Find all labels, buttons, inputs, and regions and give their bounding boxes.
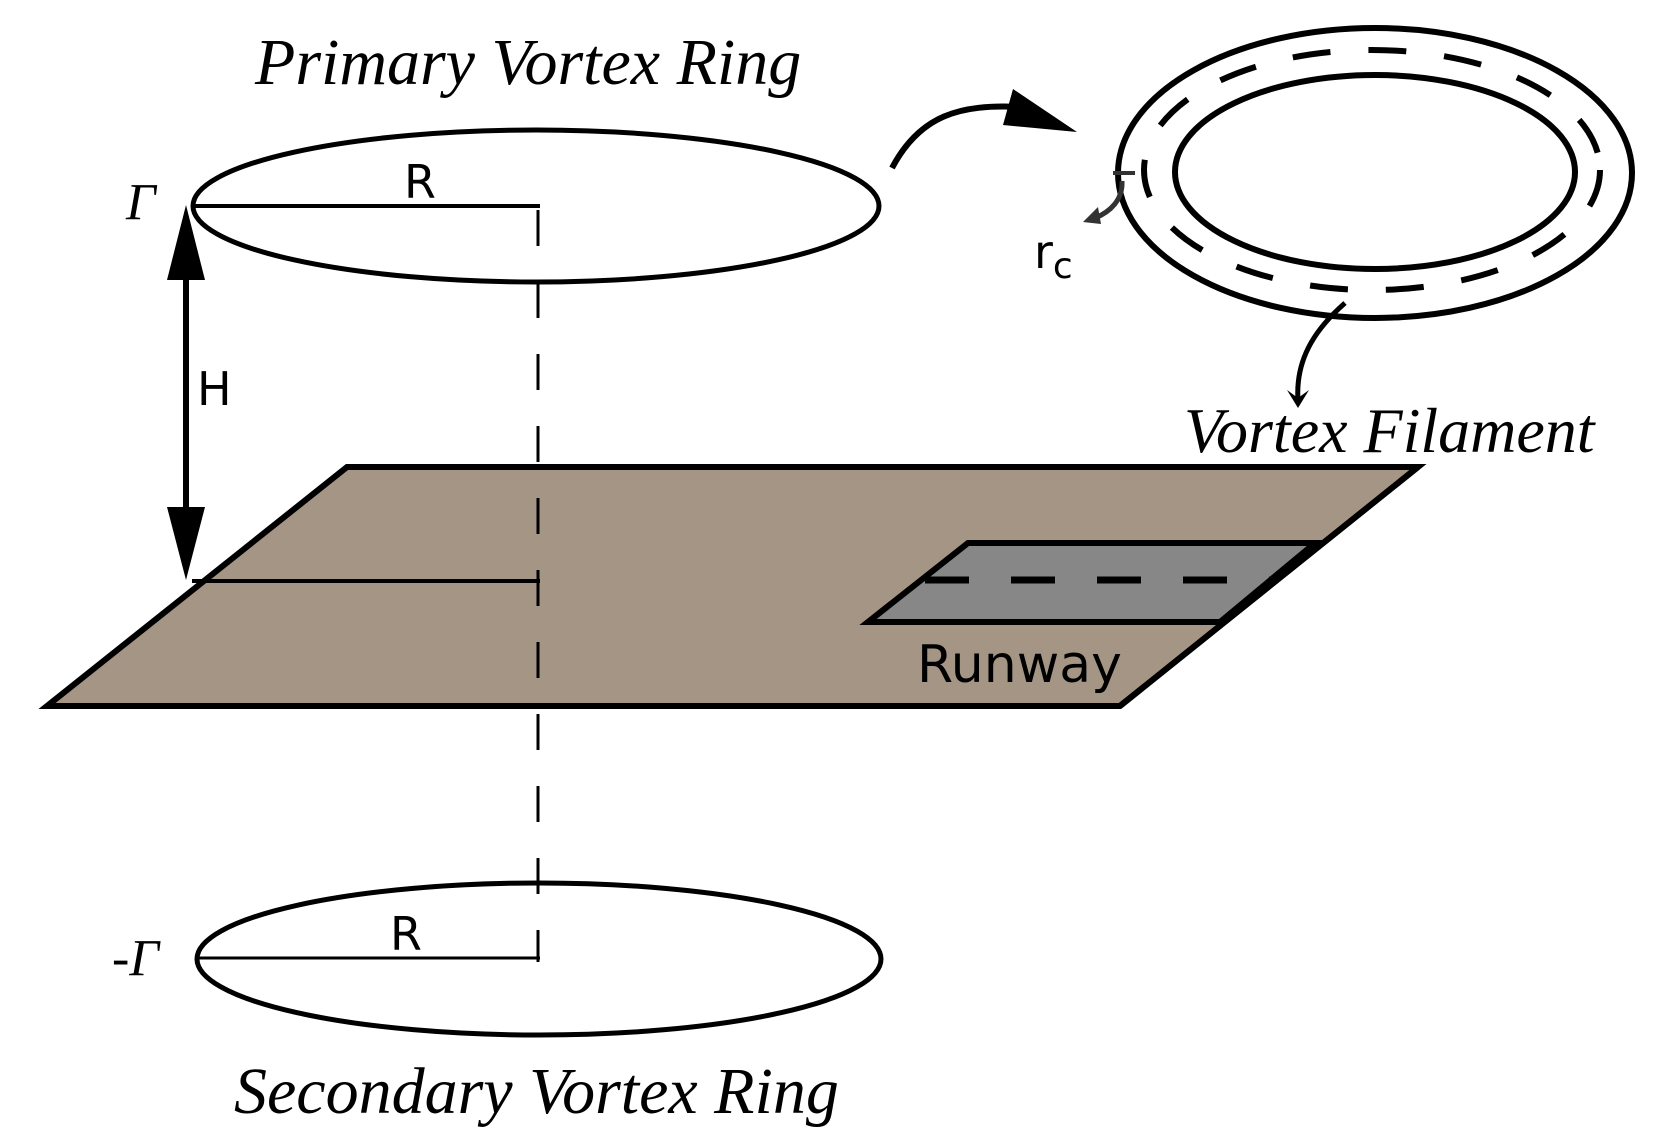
filament-inner-ring	[1172, 72, 1578, 272]
detail-pointer-arrowhead	[1003, 89, 1077, 132]
secondary-ring-title: Secondary Vortex Ring	[234, 1055, 839, 1128]
negative-circulation-symbol: -Γ	[112, 930, 161, 987]
height-arrow-up-head	[167, 205, 205, 280]
runway-label: Runway	[917, 635, 1122, 695]
filament-pointer-arrowhead	[1287, 390, 1309, 408]
core-radius-label: rc	[1034, 225, 1073, 287]
core-radius-subscript: c	[1053, 246, 1073, 287]
filament-centerline	[1141, 47, 1603, 293]
ground-right-edge	[1118, 464, 1420, 709]
secondary-radius-label: R	[390, 907, 422, 961]
circulation-symbol: Γ	[125, 174, 158, 231]
core-radius-base: r	[1034, 225, 1053, 279]
height-arrow-down-head	[167, 507, 205, 580]
height-label: H	[197, 362, 232, 416]
vortex-filament-label: Vortex Filament	[1184, 395, 1597, 466]
filament-outer-ring	[1115, 25, 1635, 321]
primary-ring-title: Primary Vortex Ring	[254, 26, 801, 99]
primary-radius-label: R	[404, 155, 436, 209]
detail-pointer-arrow	[889, 103, 1021, 170]
filament-pointer-arrow	[1295, 301, 1347, 401]
core-radius-arrowhead	[1083, 207, 1101, 224]
